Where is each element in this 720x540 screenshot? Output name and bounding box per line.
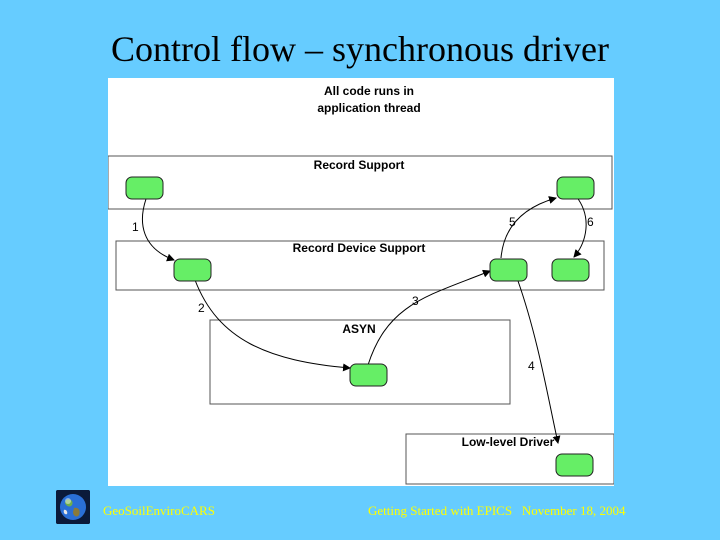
arrow-4: [517, 280, 561, 444]
arrow-3: [367, 269, 491, 366]
globe-logo-icon: [56, 490, 90, 524]
asyn-layer: [209, 319, 511, 405]
node-record-support-start: [125, 176, 164, 200]
node-device-support-complete: [551, 258, 590, 282]
node-low-level-driver: [555, 453, 594, 477]
diagram-canvas: All code runs in application thread Reco…: [108, 84, 614, 485]
low-level-driver-label: Low-level Driver: [462, 435, 555, 449]
record-support-layer: [108, 155, 613, 210]
arrow-1: [141, 198, 175, 262]
node-device-support-entry: [173, 258, 212, 282]
arrow-2: [194, 279, 351, 372]
step-label-2: 2: [198, 301, 205, 315]
top-label-line1: All code runs in: [324, 84, 414, 98]
arrow-5: [500, 196, 557, 259]
footer-talk-info: Getting Started with EPICS November 18, …: [368, 503, 626, 518]
step-label-5: 5: [509, 215, 516, 229]
globe-graphic: [56, 490, 90, 524]
step-label-6: 6: [587, 215, 594, 229]
step-label-4: 4: [528, 359, 535, 373]
top-label-line2: application thread: [317, 101, 420, 115]
asyn-label: ASYN: [342, 322, 375, 336]
arrow-6: [573, 195, 587, 258]
footer-organization: GeoSoilEnviroCARS: [103, 503, 215, 518]
node-record-support-end: [556, 176, 595, 200]
slide-title: Control flow – synchronous driver: [111, 29, 609, 69]
step-label-3: 3: [412, 294, 419, 308]
node-asyn: [349, 363, 388, 387]
control-flow-diagram: All code runs in application thread Reco…: [108, 78, 614, 486]
step-label-1: 1: [132, 220, 139, 234]
record-support-label: Record Support: [314, 158, 405, 172]
record-device-support-label: Record Device Support: [293, 241, 426, 255]
node-device-support-callback: [489, 258, 528, 282]
